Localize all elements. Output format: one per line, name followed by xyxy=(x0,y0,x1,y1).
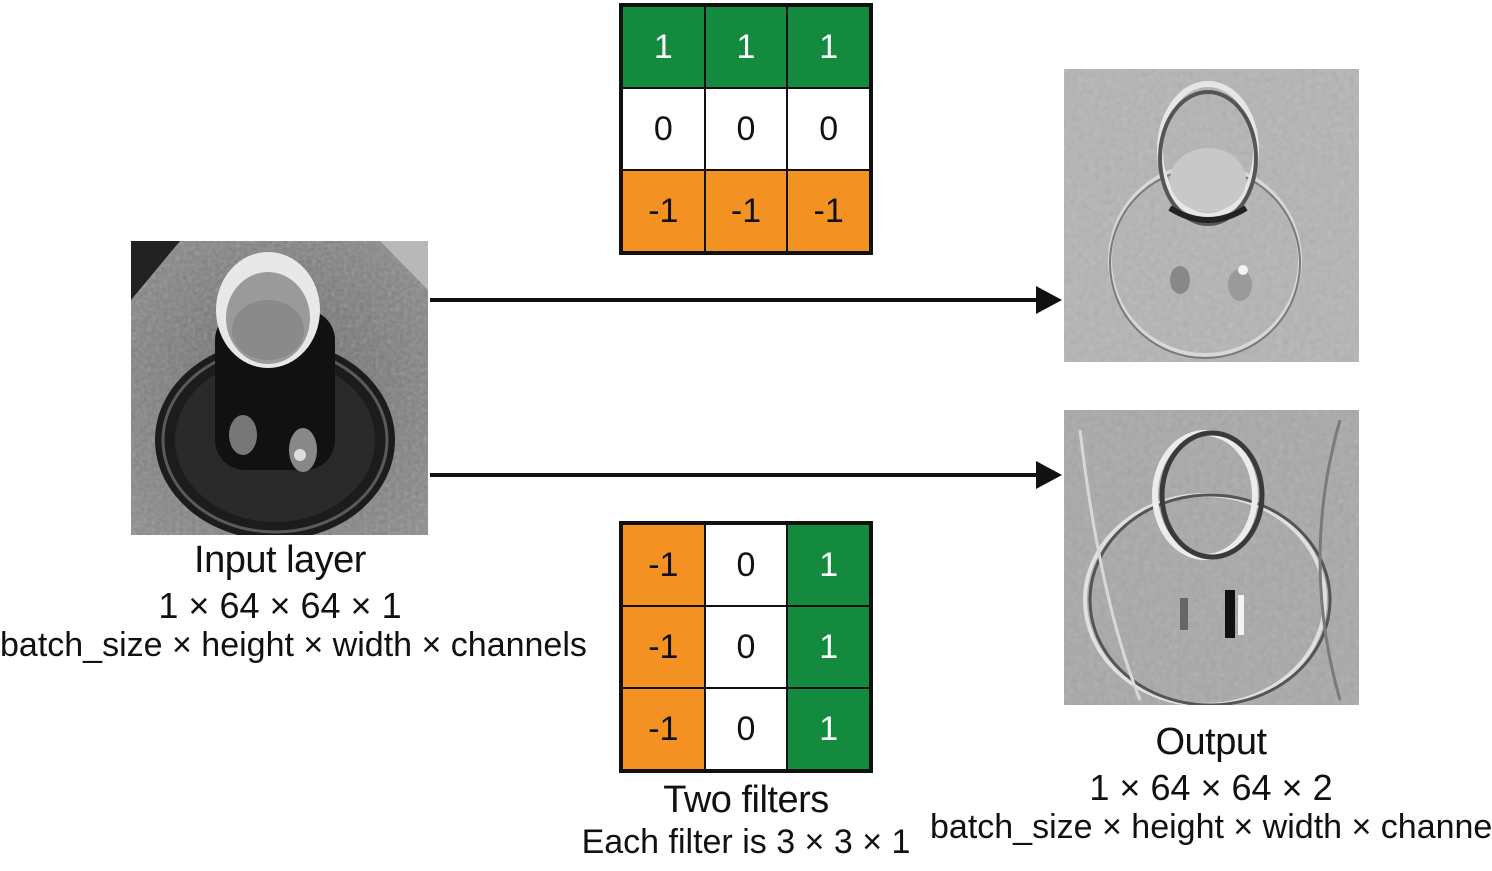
input-label: Input layer 1 × 64 × 64 × 1 batch_size ×… xyxy=(0,539,587,665)
arrows xyxy=(430,286,1062,489)
input-shape: 1 × 64 × 64 × 1 xyxy=(158,584,402,626)
output-label: Output 1 × 64 × 64 × 2 batch_size × heig… xyxy=(930,721,1492,847)
filter-2-cell-r2c2: 1 xyxy=(787,688,870,770)
filter-2-cell-r2c0: -1 xyxy=(622,688,705,770)
filter-2-cell-r1c1: 0 xyxy=(704,606,788,688)
filter-1-cell-r1c0: 0 xyxy=(622,88,705,170)
filter-2-cell-r1c0: -1 xyxy=(622,606,705,688)
filter-1-cell-r2c0: -1 xyxy=(622,170,705,252)
output-image-2 xyxy=(1064,410,1359,705)
filters-title: Two filters xyxy=(663,779,829,821)
filter-2-cell-r1c2: 1 xyxy=(787,606,870,688)
filter-2-cell-r2c1: 0 xyxy=(704,688,788,770)
filter-2-cell-r0c1: 0 xyxy=(704,524,788,606)
filter-1-cell-r2c1: -1 xyxy=(704,170,788,252)
filter-1-cell-r1c2: 0 xyxy=(787,88,870,170)
input-dims: batch_size × height × width × channels xyxy=(0,626,587,665)
filter-1-cell-r0c2: 1 xyxy=(787,6,870,88)
filter-1-cell-r2c2: -1 xyxy=(787,170,870,252)
filters-subtitle: Each filter is 3 × 3 × 1 xyxy=(581,822,911,861)
output-shape: 1 × 64 × 64 × 2 xyxy=(1089,766,1333,808)
filter-2-cell-r0c0: -1 xyxy=(622,524,705,606)
output-image-1 xyxy=(1064,69,1359,362)
filter-1-cell-r1c1: 0 xyxy=(704,88,788,170)
filter-1-cell-r0c1: 1 xyxy=(704,6,788,88)
output-dims: batch_size × height × width × channels xyxy=(930,808,1492,847)
output-title: Output xyxy=(1155,721,1267,763)
filter-1-cell-r0c0: 1 xyxy=(622,6,705,88)
input-title: Input layer xyxy=(194,539,366,581)
filter-2-cell-r0c2: 1 xyxy=(787,524,870,606)
filters-label: Two filters Each filter is 3 × 3 × 1 xyxy=(576,779,916,861)
